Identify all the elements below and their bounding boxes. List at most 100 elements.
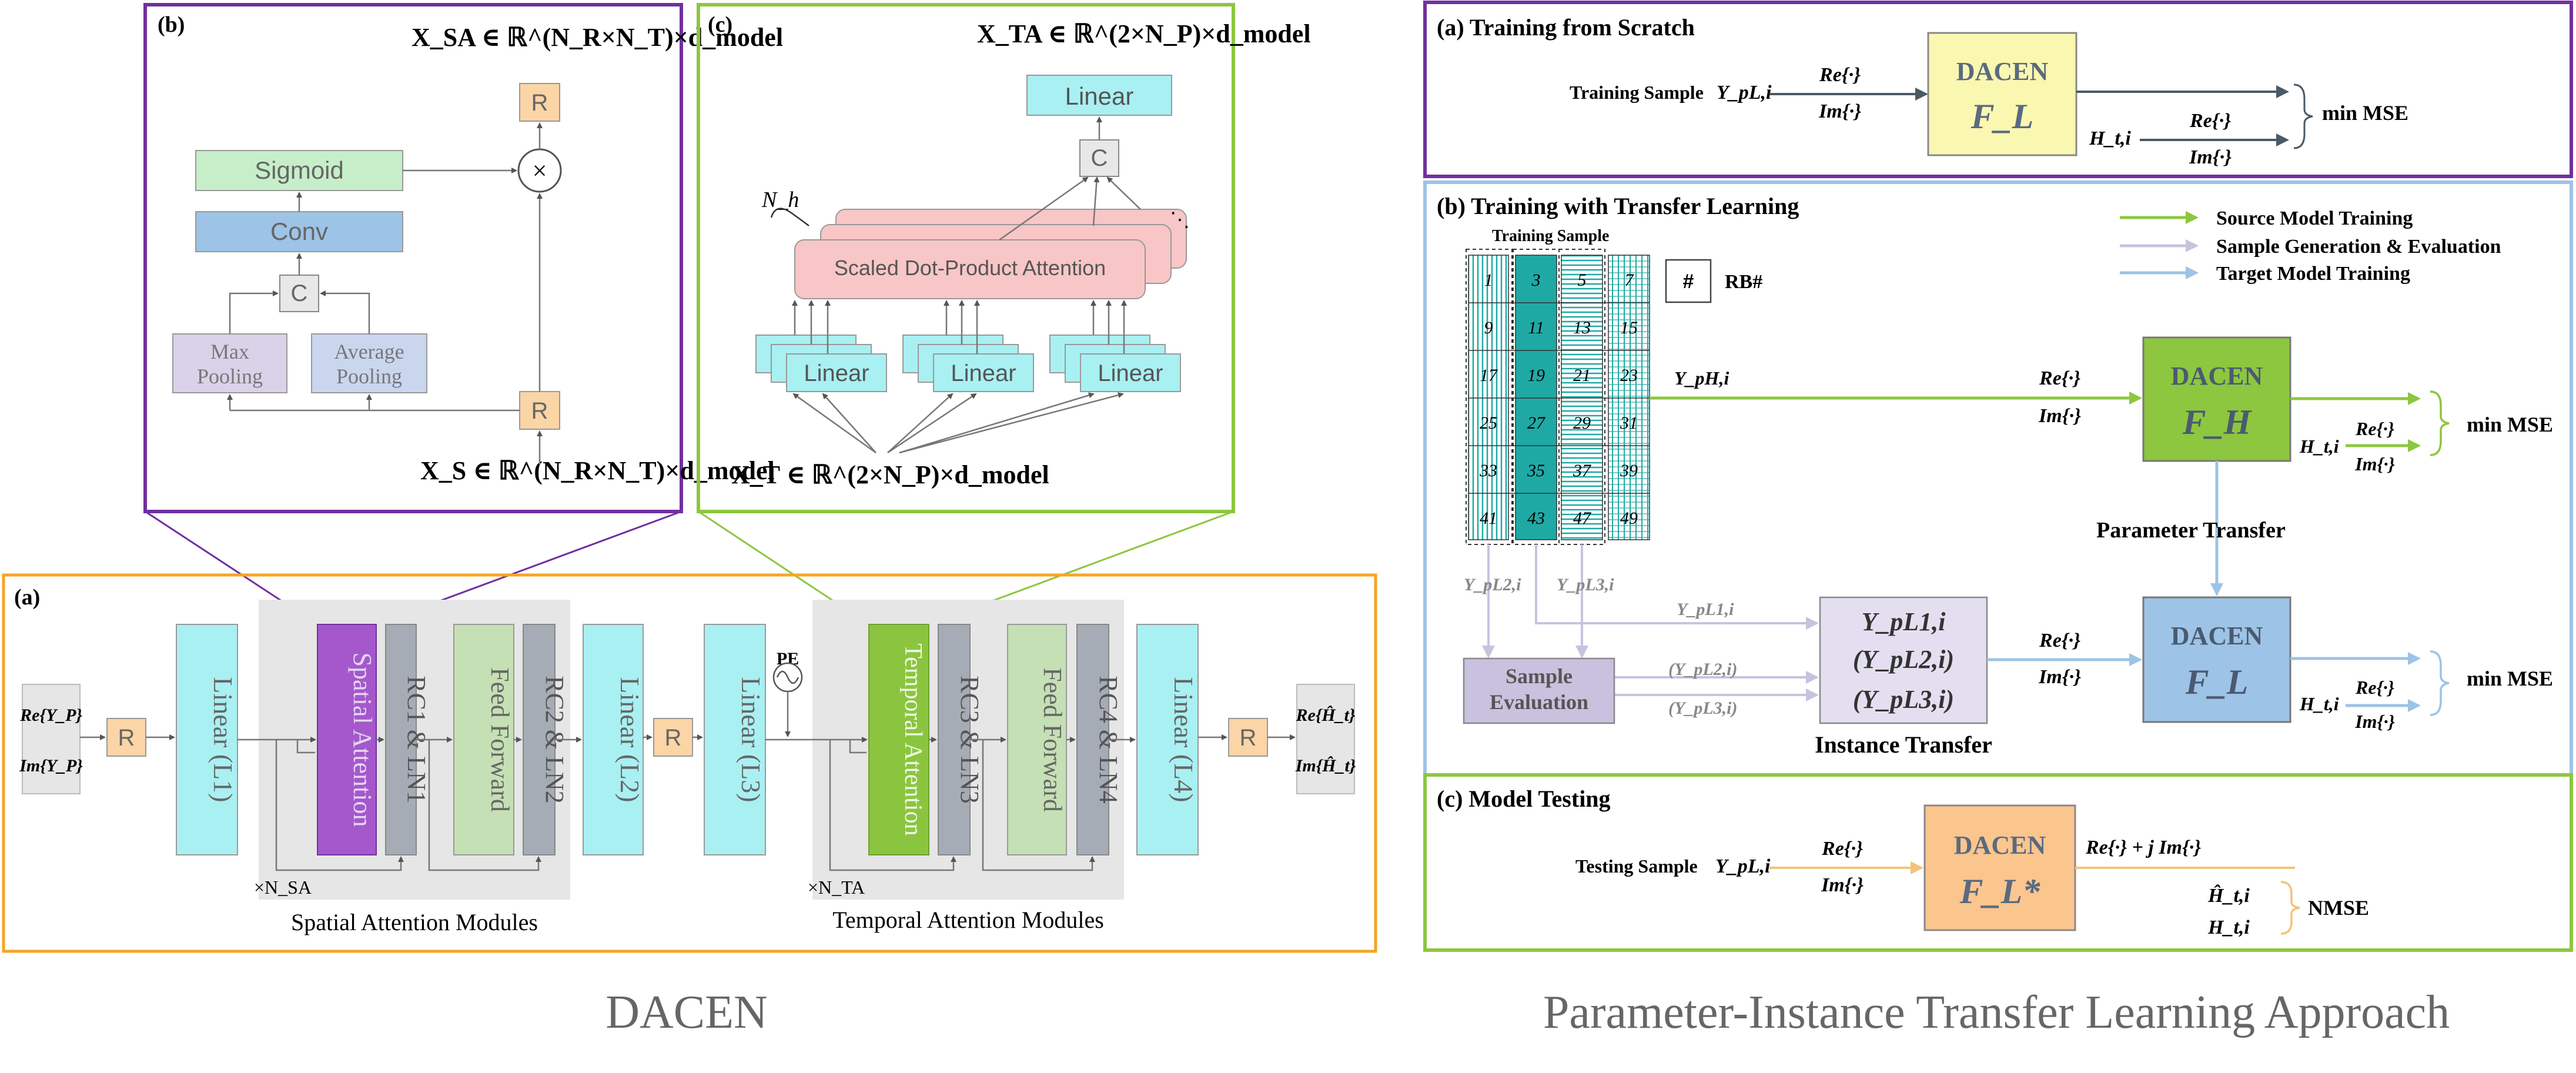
section-a-model-name: DACEN xyxy=(1956,57,2049,86)
block-rc2-ln2: RC2 & LN2 xyxy=(523,624,569,855)
model-l-name: DACEN xyxy=(2171,621,2263,650)
sample-evaluation-box xyxy=(1463,657,1615,724)
linear-stack-3: Linear xyxy=(1049,335,1181,392)
max-pooling-line1: Max xyxy=(210,340,249,363)
section-a-h-label: H_t,i xyxy=(2089,128,2131,149)
svg-text:9: 9 xyxy=(1484,318,1493,337)
panel-a-connectors xyxy=(80,691,1296,871)
sample-generation-lines xyxy=(1482,544,1819,701)
input-re: Re{Y_P} xyxy=(19,706,82,725)
svg-text:Feed Forward: Feed Forward xyxy=(486,667,514,812)
reshape-a2 xyxy=(653,718,693,757)
rb-box xyxy=(1665,259,1712,303)
svg-text:Spatial Attention: Spatial Attention xyxy=(348,653,377,827)
linear-out-box xyxy=(1026,75,1172,116)
section-a-h-re: Re{·} xyxy=(2189,110,2231,132)
rb-label: RB# xyxy=(1725,271,1762,293)
section-c-out-expr: Re{·} + j Im{·} xyxy=(2085,837,2201,858)
svg-text:49: 49 xyxy=(1620,509,1638,528)
model-h-box xyxy=(2142,336,2291,462)
target-h-re: Re{·} xyxy=(2355,677,2394,698)
model-h-sym: F_H xyxy=(2182,403,2253,442)
instance-y-pl1: Y_pL1,i xyxy=(1862,607,1946,636)
reshape-label-bottom: R xyxy=(531,398,548,424)
average-pooling-line1: Average xyxy=(334,340,404,363)
y-pl2-label: Y_pL2,i xyxy=(1464,575,1521,594)
legend-source: Source Model Training xyxy=(2216,208,2413,229)
output-box xyxy=(1296,684,1355,794)
target-re: Re{·} xyxy=(2039,630,2080,651)
heads-brace xyxy=(770,208,809,227)
attention-layer-1 xyxy=(794,239,1146,299)
max-pooling-box xyxy=(172,333,287,393)
section-c-sample-label: Testing Sample xyxy=(1575,855,1698,877)
block-linear-l3: Linear (L3) xyxy=(704,624,766,855)
block-feed-forward-2: Feed Forward xyxy=(1007,624,1067,855)
section-c-re: Re{·} xyxy=(1821,838,1863,860)
section-c-brace xyxy=(2280,881,2300,935)
section-a-title: (a) Training from Scratch xyxy=(1437,14,1695,41)
svg-text:35: 35 xyxy=(1527,461,1545,480)
svg-text:33: 33 xyxy=(1479,461,1497,480)
panel-a: (a) Re{Y_P} Im{Y_P} R Linear (L1) Spatia… xyxy=(2,573,1377,953)
svg-text:27: 27 xyxy=(1527,413,1546,433)
max-pooling-line2: Pooling xyxy=(197,365,263,388)
panel-c-border xyxy=(697,3,1235,513)
instance-transfer-label: Instance Transfer xyxy=(1815,731,1992,758)
left-caption: DACEN xyxy=(605,987,768,1038)
svg-text:31: 31 xyxy=(1620,413,1638,433)
sigmoid-label: Sigmoid xyxy=(255,156,344,184)
model-h-name: DACEN xyxy=(2171,362,2263,390)
linear-2-label: Linear xyxy=(951,360,1016,386)
linear-1-label: Linear xyxy=(804,360,869,386)
rb-col-2 xyxy=(1515,255,1557,540)
target-brace xyxy=(2430,650,2450,716)
section-c-title: (c) Model Testing xyxy=(1437,785,1611,812)
section-a-model-sym: F_L xyxy=(1971,97,2034,136)
svg-text:Feed Forward: Feed Forward xyxy=(1038,667,1067,812)
panel-a-tag: (a) xyxy=(14,585,40,610)
legend-sample: Sample Generation & Evaluation xyxy=(2216,236,2501,258)
conv-label: Conv xyxy=(270,218,328,245)
target-h-label: H_t,i xyxy=(2299,693,2339,714)
section-c-im: Im{·} xyxy=(1821,874,1864,896)
average-pooling-box xyxy=(311,333,427,393)
rb-box-symbol: # xyxy=(1683,270,1694,293)
svg-text:25: 25 xyxy=(1480,413,1497,433)
legend: Source Model Training Sample Generation … xyxy=(2120,208,2501,285)
panel-b-tag: (b) xyxy=(158,12,185,37)
section-a-h-im: Im{·} xyxy=(2189,146,2232,168)
target-im: Im{·} xyxy=(2038,666,2081,688)
concat-box-c xyxy=(1079,139,1119,177)
panel-b-border xyxy=(143,3,683,513)
reshape-label-top: R xyxy=(531,90,548,116)
svg-text:Linear (L2): Linear (L2) xyxy=(615,677,645,802)
target-result: min MSE xyxy=(2467,667,2553,690)
sample-evaluation-line1: Sample xyxy=(1506,664,1573,688)
svg-text:19: 19 xyxy=(1527,366,1545,385)
block-feed-forward-1: Feed Forward xyxy=(453,624,514,855)
section-a-im: Im{·} xyxy=(1818,101,1861,122)
paren-pl3-label: (Y_pL3,i) xyxy=(1668,698,1737,718)
input-box xyxy=(22,684,81,794)
reshape-box-bottom xyxy=(519,391,560,430)
y-ph-label: Y_pH,i xyxy=(1674,367,1729,389)
panel-b-connectors xyxy=(227,122,543,464)
model-l-sym: F_L xyxy=(2185,663,2249,701)
model-l-box xyxy=(2142,596,2291,723)
section-a-border xyxy=(1423,1,2573,178)
source-brace xyxy=(2430,390,2450,456)
section-a: (a) Training from Scratch Training Sampl… xyxy=(1423,1,2573,178)
temporal-repeat: ×N_TA xyxy=(808,877,865,898)
svg-text:17: 17 xyxy=(1480,366,1498,385)
block-linear-l4: Linear (L4) xyxy=(1136,624,1199,855)
training-sample-label: Training Sample xyxy=(1492,227,1609,245)
section-c-model-name: DACEN xyxy=(1954,831,2046,860)
y-pl1-label: Y_pL1,i xyxy=(1677,600,1734,619)
section-c-result: NMSE xyxy=(2308,896,2369,920)
rb-col-1 xyxy=(1468,255,1509,540)
output-im: Im{Ĥ_t} xyxy=(1295,756,1356,775)
section-b: (b) Training with Transfer Learning Trai… xyxy=(1423,180,2573,777)
section-a-sample-var: Y_pL,i xyxy=(1717,82,1772,103)
svg-text:11: 11 xyxy=(1528,318,1544,337)
